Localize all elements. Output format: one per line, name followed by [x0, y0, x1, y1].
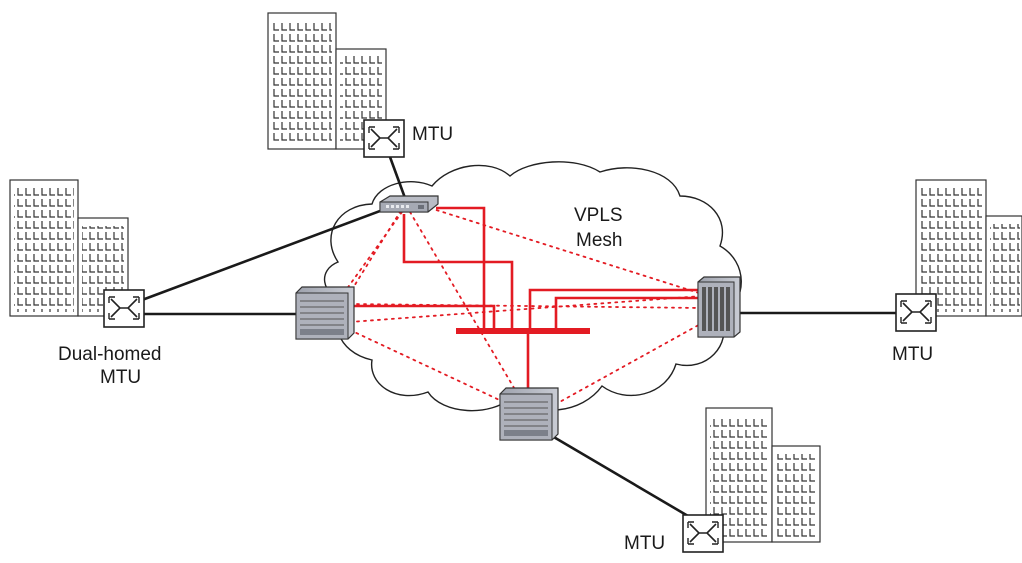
mtu-switch-icon-bottom — [682, 514, 724, 553]
mtu-switch-icon-top — [363, 119, 405, 158]
edge-router-icon-right — [697, 276, 741, 338]
link-dualhome-upper — [141, 206, 389, 302]
core-router-icon-left — [295, 286, 355, 340]
link-bottom-mtu — [551, 434, 689, 518]
link-top-mtu — [388, 156, 407, 199]
label-dual-homed-line2: MTU — [100, 367, 142, 388]
building-left — [9, 179, 129, 317]
mtu-switch-icon-left — [103, 289, 145, 328]
label-mtu-top: MTU — [412, 124, 454, 145]
label-mtu-right: MTU — [892, 344, 934, 365]
building-top — [267, 12, 387, 150]
label-dual-homed-line1: Dual-homed — [58, 344, 162, 365]
core-router-icon-bottom — [499, 387, 559, 441]
label-mesh: Mesh — [576, 230, 623, 251]
pseudowire-mesh — [345, 207, 705, 405]
bridge-connections — [336, 206, 708, 396]
bridge-bar — [456, 328, 590, 334]
label-vpls: VPLS — [574, 205, 623, 226]
mtu-switch-icon-right — [895, 293, 937, 332]
small-router-icon — [379, 195, 439, 213]
access-links — [141, 156, 896, 518]
label-mtu-bottom: MTU — [624, 533, 666, 554]
